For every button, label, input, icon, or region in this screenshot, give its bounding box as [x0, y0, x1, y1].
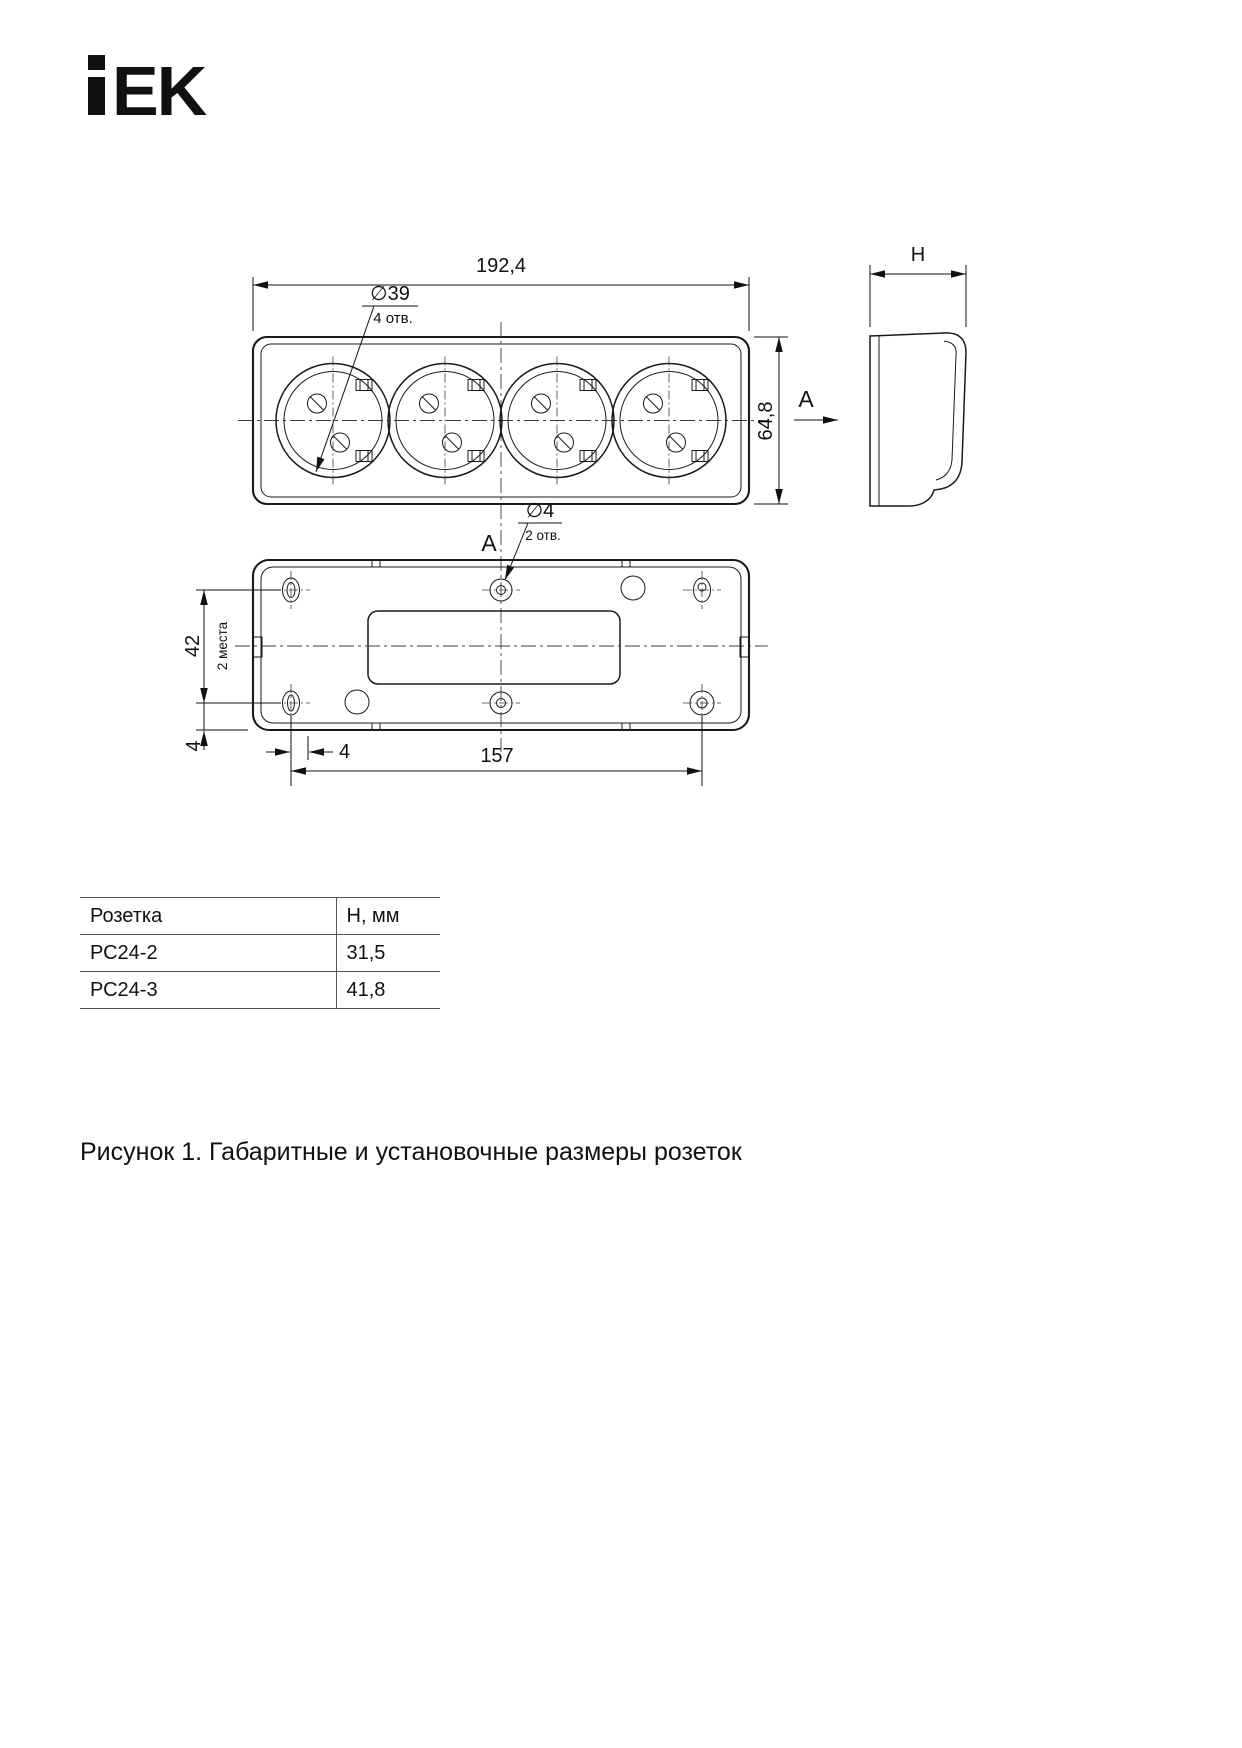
side-outline	[869, 332, 967, 507]
dim-overall-width: 192,4	[252, 255, 750, 331]
table-header-socket: Розетка	[80, 897, 336, 935]
dim-overall-height: 64,8	[754, 336, 788, 505]
figure-caption: Рисунок 1. Габаритные и установочные раз…	[80, 1138, 742, 1166]
round-opening-bottom	[344, 689, 370, 715]
dim-offset-4-horizontal: 4	[266, 736, 350, 763]
latch-ticks	[371, 560, 631, 730]
table-cell-model: РС24-3	[80, 971, 336, 1009]
table-row: РС24-3 41,8	[80, 971, 440, 1009]
socket-height-table: Розетка H, мм РС24-2 31,5 РС24-3 41,8	[80, 897, 440, 1009]
side-tab-left	[252, 636, 263, 658]
logo-letter-i-dot	[88, 55, 105, 70]
side-tab-right	[739, 636, 750, 658]
dim-mount-spacing-v-label: 42	[182, 635, 204, 657]
table-cell-h: 41,8	[335, 971, 440, 1009]
mount-hole-bottom-center	[482, 691, 520, 715]
front-hole-diameter-label: ∅39	[370, 283, 410, 305]
dim-offset-4-vertical: 4	[183, 703, 248, 752]
dim-overall-width-label: 192,4	[476, 255, 526, 277]
hole-bottom-right	[683, 684, 721, 722]
front-hole-count-label: 4 отв.	[373, 310, 413, 327]
keyhole-top-right	[683, 571, 721, 609]
section-arrow-a: A	[794, 386, 838, 424]
logo-letter-i-stem	[88, 77, 105, 115]
side-wall-inner-line	[935, 340, 957, 481]
front-view	[238, 322, 768, 752]
dim-offset-4-v-label: 4	[183, 740, 205, 751]
iek-logo: EK	[88, 52, 209, 130]
section-label-a-bottom: A	[481, 530, 497, 556]
section-label-a-front: A	[798, 386, 814, 412]
table-header-h: H, мм	[335, 897, 440, 935]
bottom-center-slot	[367, 610, 621, 685]
table-cell-model: РС24-2	[80, 934, 336, 972]
side-view	[869, 332, 967, 507]
dim-hole-diameter-front: ∅39 4 отв.	[315, 283, 418, 473]
dim-overall-height-label: 64,8	[755, 402, 777, 441]
logo-letters-ek: EK	[112, 52, 207, 130]
table-row: РС24-2 31,5	[80, 934, 440, 972]
dim-offset-4-h-label: 4	[339, 741, 350, 763]
table-cell-h: 31,5	[335, 934, 440, 972]
bottom-hole-count-label: 2 отв.	[525, 528, 561, 543]
dim-places-note: 2 места	[215, 621, 230, 670]
mount-hole-top-center	[482, 578, 520, 602]
dim-mount-spacing-h-label: 157	[480, 745, 513, 767]
bottom-hole-diameter-label: ∅4	[526, 500, 555, 522]
dim-depth-label: H	[911, 244, 925, 266]
dim-mount-spacing-vertical: 42 2 места	[182, 589, 281, 704]
round-opening-top	[620, 575, 646, 601]
bottom-inner-outline	[260, 566, 742, 724]
table-header-row: Розетка H, мм	[80, 897, 440, 935]
dim-depth-h: H	[869, 244, 967, 327]
dim-hole-diameter-bottom: ∅4 2 отв.	[504, 500, 562, 581]
technical-drawing: EK 192,4 64,8 ∅39	[88, 52, 967, 786]
dim-mount-spacing-horizontal: 157	[290, 716, 703, 786]
bottom-view	[235, 558, 768, 732]
